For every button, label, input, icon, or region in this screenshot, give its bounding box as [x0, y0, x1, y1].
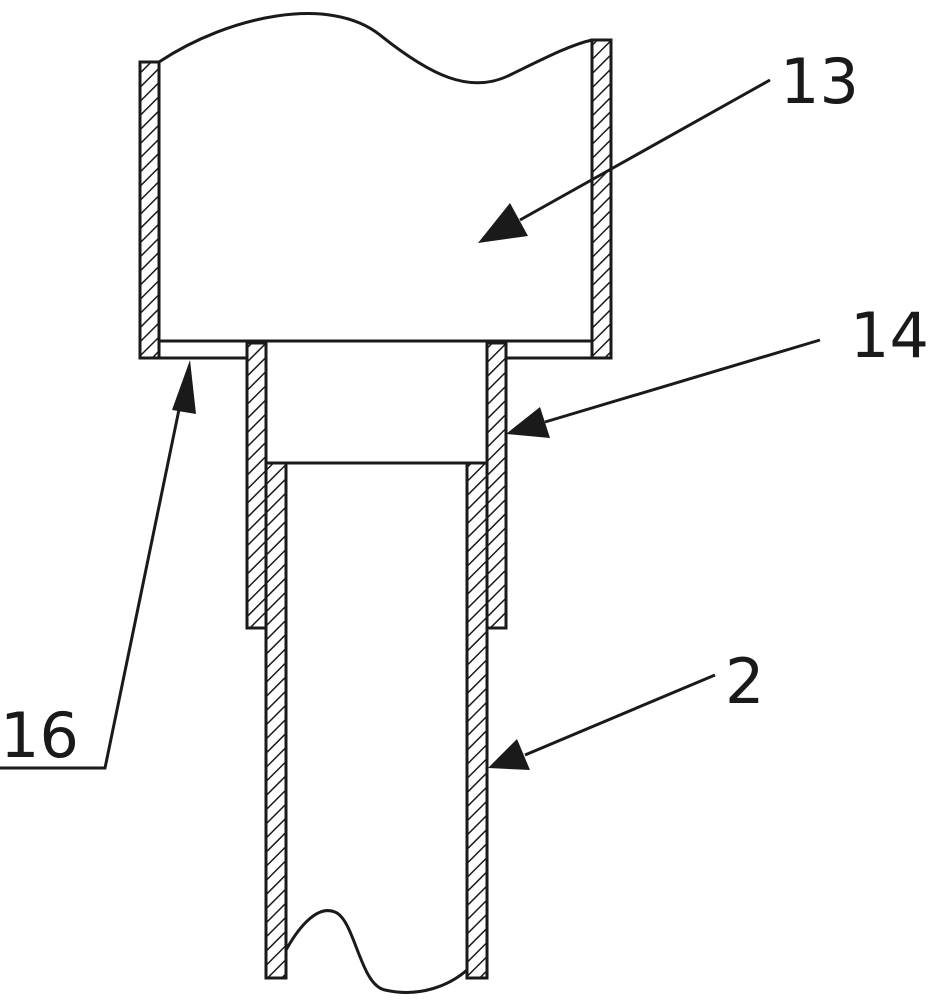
callout-2: 2 [725, 645, 764, 718]
container-left-wall [140, 62, 159, 358]
arrowhead-2 [488, 739, 530, 770]
pipe-bottom-break-line [286, 911, 467, 993]
callout-13: 13 [780, 45, 859, 118]
sleeve-left-wall [247, 343, 266, 628]
arrowhead-13 [478, 203, 528, 243]
container-right-wall [592, 40, 611, 358]
upper-container [140, 14, 611, 358]
pipe-left-wall [266, 463, 286, 978]
arrowhead-16 [172, 360, 196, 414]
callout-14: 14 [850, 299, 929, 372]
container-top-break-line [159, 14, 592, 83]
callout-16: 16 [0, 699, 79, 772]
lower-pipe [266, 463, 487, 992]
leader-14 [506, 340, 820, 438]
arrowhead-14 [506, 407, 550, 438]
leader-2 [488, 675, 715, 770]
pipe-right-wall [467, 463, 487, 978]
leader-13 [478, 80, 770, 243]
sleeve-right-wall [487, 343, 506, 628]
